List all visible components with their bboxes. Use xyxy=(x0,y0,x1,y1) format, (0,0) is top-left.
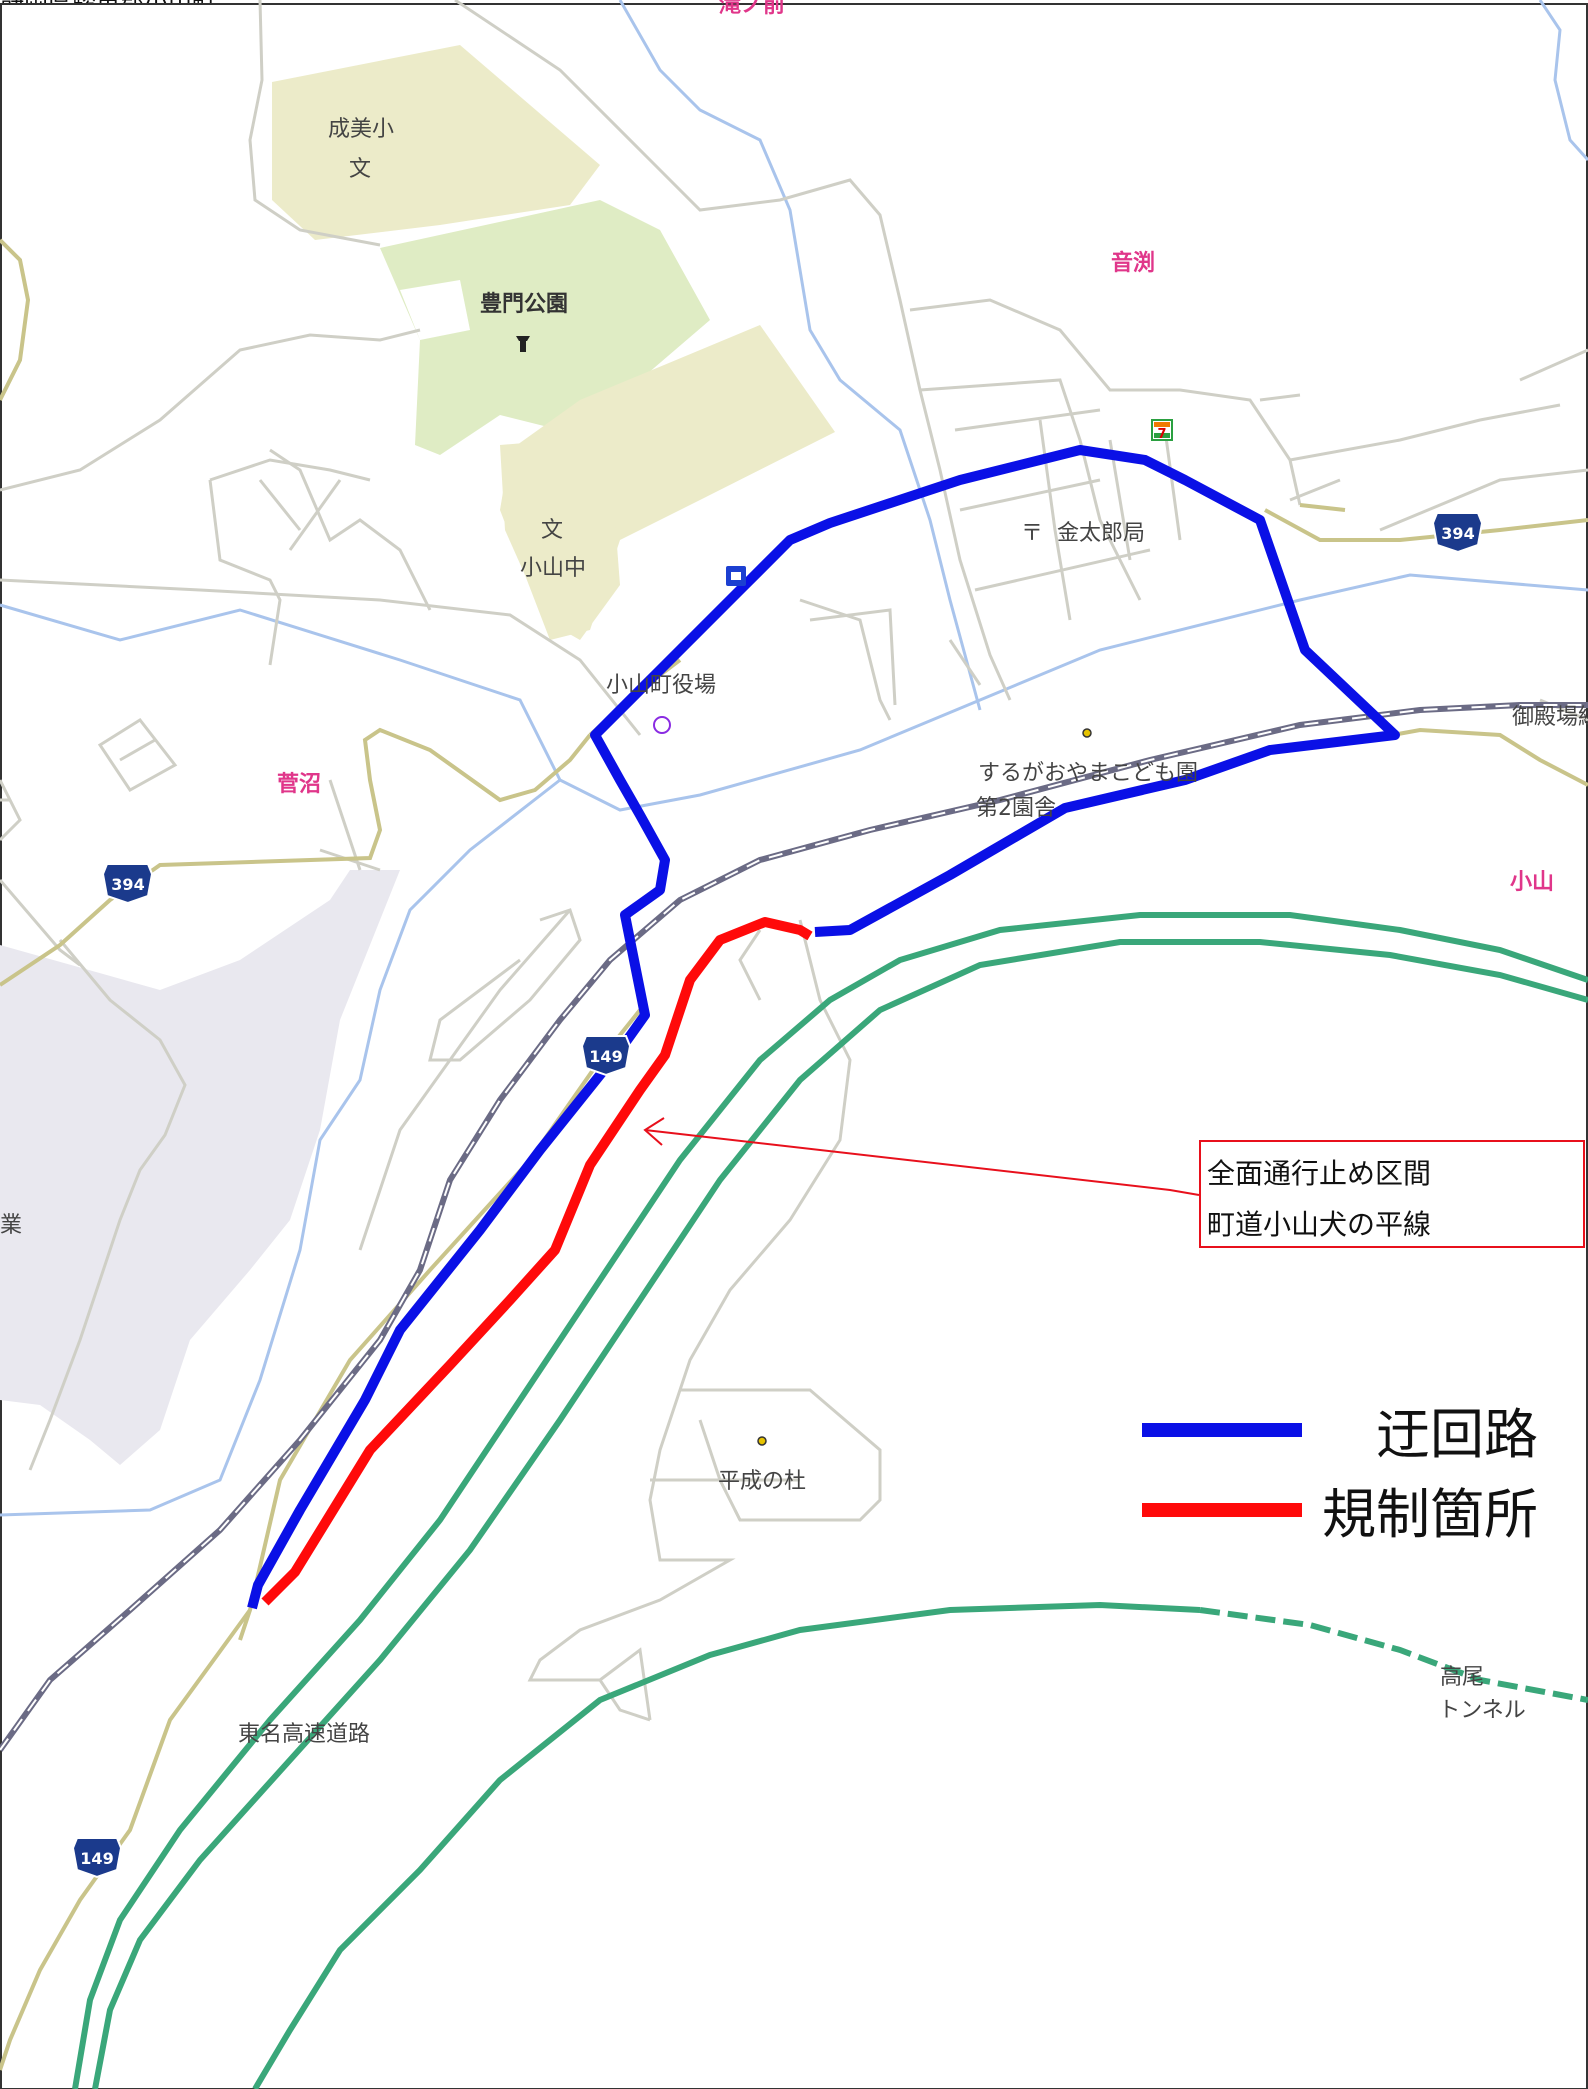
place-label-gotemba-line: 御殿場線 xyxy=(1512,705,1588,730)
annotation-line-2: 町道小山犬の平線 xyxy=(1207,1208,1432,1241)
park-area-homon xyxy=(380,200,710,455)
town-hall-icon xyxy=(653,716,671,734)
map-labels: 滝ノ前 音渕 菅沼 小山 成美小 文 豊門公園 文 小山中 〒 金太郎局 小山町… xyxy=(0,0,1588,1747)
place-label-oyama-jhs: 小山中 xyxy=(520,556,586,581)
place-label-tomei-expressway: 東名高速道路 xyxy=(238,1722,370,1747)
heisei-forest-point-icon xyxy=(757,1436,767,1446)
svg-text:394: 394 xyxy=(111,875,144,894)
restriction-section xyxy=(261,917,813,1606)
route-shields: 394 394 149 149 xyxy=(71,512,1484,1879)
industrial-area xyxy=(0,870,400,1465)
annotation-arrow xyxy=(643,1117,1200,1196)
post-symbol: 〒 xyxy=(1021,521,1043,546)
school-area-oyama-jhs xyxy=(500,440,620,640)
closure-annotation-box: 全面通行止め区間 町道小山犬の平線 xyxy=(1199,1140,1585,1248)
route-394-shield-east: 394 xyxy=(1431,512,1484,554)
expressway-lines xyxy=(72,912,1588,2089)
place-label-second-building: 第2園舎 xyxy=(976,796,1056,821)
place-label-kintaro-post: 金太郎局 xyxy=(1057,521,1145,546)
district-label-oyama: 小山 xyxy=(1510,870,1554,895)
landmark-symbols: 7 xyxy=(516,336,1173,1446)
place-label-industrial: 業 xyxy=(0,1213,22,1238)
route-149-shield-north: 149 xyxy=(580,1035,632,1077)
detour-route xyxy=(247,445,1400,1610)
school-symbol-seibi: 文 xyxy=(349,157,371,182)
place-label-tunnel: トンネル xyxy=(1438,1698,1526,1723)
railway-gotemba-line xyxy=(0,702,1588,1752)
place-label-seibi-elementary: 成美小 xyxy=(328,117,394,142)
school-area-seibi xyxy=(272,45,600,240)
kindergarten-point-icon xyxy=(1082,728,1092,738)
route-149-shield-south: 149 xyxy=(71,1837,123,1879)
legend-detour-label: 迂回路 xyxy=(1376,1403,1538,1466)
svg-text:394: 394 xyxy=(1441,524,1474,543)
legend-restriction-label: 規制箇所 xyxy=(1322,1483,1538,1546)
place-label-town-hall: 小山町役場 xyxy=(606,673,716,698)
school-symbol-oyama-jhs: 文 xyxy=(541,518,563,543)
district-label-otobuchi: 音渕 xyxy=(1111,250,1155,276)
route-394-shield-west: 394 xyxy=(101,863,154,905)
legend-detour-swatch xyxy=(1142,1422,1302,1437)
park-clearing xyxy=(400,280,470,340)
district-label-suganuma: 菅沼 xyxy=(277,772,321,797)
river-lines xyxy=(0,0,1588,1517)
svg-text:7: 7 xyxy=(1157,427,1166,442)
place-label-kindergarten: するがおやまこども園 xyxy=(978,761,1198,786)
legend-restriction-swatch xyxy=(1142,1502,1302,1517)
place-label-homon-park: 豊門公園 xyxy=(480,291,568,317)
park-monument-icon xyxy=(516,336,530,352)
svg-text:149: 149 xyxy=(589,1047,622,1066)
annotation-line-1: 全面通行止め区間 xyxy=(1207,1157,1432,1190)
district-label-takinomae: 滝ノ前 xyxy=(719,0,785,18)
place-label-takao: 高尾 xyxy=(1440,1665,1484,1690)
place-label-heisei-forest: 平成の杜 xyxy=(718,1469,806,1494)
legend-restriction: 規制箇所 xyxy=(1142,1470,1538,1549)
svg-text:149: 149 xyxy=(80,1849,113,1868)
local-roads xyxy=(0,0,1588,1722)
legend-detour: 迂回路 xyxy=(1142,1390,1538,1469)
